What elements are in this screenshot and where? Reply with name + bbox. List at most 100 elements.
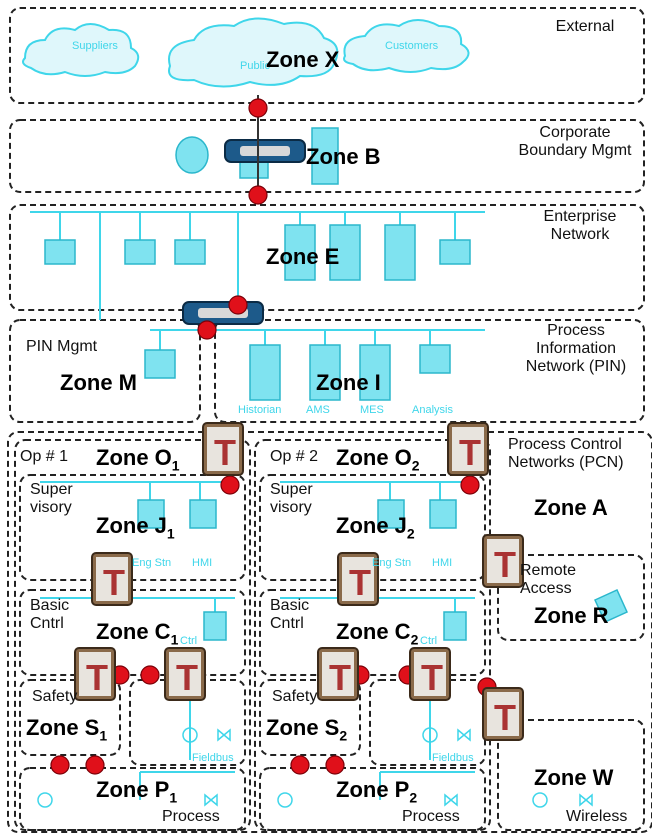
zone-c2-base: Zone C — [336, 619, 411, 644]
zone-j1-base: Zone J — [96, 513, 167, 538]
zone-s1-label: Zone S1 — [26, 716, 107, 747]
zone-c1-label: Zone C1 — [96, 620, 178, 651]
conduit-dot — [325, 755, 345, 775]
zone-j2-label: Zone J2 — [336, 514, 415, 545]
eng-station-icon — [137, 499, 165, 529]
firewall-icon: T — [202, 422, 244, 476]
svg-text:T: T — [494, 544, 516, 585]
remote-access-label: Remote Access — [520, 562, 576, 598]
server-icon — [329, 224, 361, 281]
enterprise-label: Enterprise Network — [525, 208, 635, 244]
firewall-icon: T — [409, 647, 451, 701]
pcn-label-line2: Networks (PCN) — [508, 454, 624, 471]
pcn-label-line1: Process Control — [508, 436, 622, 453]
zone-b-label: Zone B — [306, 144, 381, 169]
pin-workstation-icon — [144, 349, 176, 379]
hmi-icon — [189, 499, 217, 529]
router-icon — [224, 139, 306, 163]
field-devices — [37, 727, 593, 808]
basic-cntrl1-label: Basic Cntrl — [30, 597, 69, 633]
zone-p2-sub: 2 — [409, 789, 418, 806]
cloud-customers — [343, 19, 470, 73]
enterprise-label-line1: Enterprise — [543, 208, 617, 225]
zone-j2-base: Zone J — [336, 513, 407, 538]
zone-x-label: Zone X — [266, 47, 340, 72]
basic-cntrl1-line1: Basic — [30, 597, 70, 614]
zone-o1-base: Zone O — [96, 445, 172, 470]
op2-label: Op # 2 — [270, 448, 319, 465]
svg-text:T: T — [459, 432, 481, 473]
svg-text:T: T — [86, 657, 108, 698]
conduit-dot — [460, 475, 480, 495]
valve-icon — [204, 793, 218, 807]
basic-cntrl2-line2: Cntrl — [270, 615, 304, 632]
basic-cntrl1-line2: Cntrl — [30, 615, 64, 632]
supervisory1-line1: Super — [30, 481, 73, 498]
op1-label: Op # 1 — [20, 448, 69, 465]
svg-text:T: T — [421, 657, 443, 698]
supervisory2-line2: visory — [270, 499, 312, 516]
suppliers-label: Suppliers — [72, 40, 118, 52]
zone-p2-base: Zone P — [336, 777, 410, 802]
valve-icon — [579, 793, 593, 807]
svg-text:T: T — [214, 432, 236, 473]
conduit-dot — [197, 320, 217, 340]
corporate-label: Corporate Boundary Mgmt — [505, 124, 645, 160]
laptop-icon — [594, 589, 628, 623]
instrument-icon — [182, 727, 198, 743]
safety1-label: Safety — [32, 688, 78, 705]
fieldbus-label-1: Fieldbus — [192, 752, 234, 764]
zone-o1-label: Zone O1 — [96, 446, 180, 477]
supervisory2-line1: Super — [270, 481, 313, 498]
zone-p1-base: Zone P — [96, 777, 170, 802]
wireless-region — [497, 719, 645, 831]
zone-o1-sub: 1 — [171, 457, 180, 474]
mes-label: MES — [360, 404, 384, 416]
remote-access-line1: Remote — [520, 562, 577, 579]
zone-s2-sub: 2 — [339, 727, 348, 744]
conduits — [50, 95, 497, 775]
server-icon — [384, 224, 416, 281]
supervisory1-label: Super visory — [30, 481, 73, 517]
controller-icon — [203, 611, 227, 641]
supervisory2-label: Super visory — [270, 481, 313, 517]
safety2-region — [259, 679, 361, 756]
workstation-icon — [44, 239, 76, 265]
zone-c1-sub: 1 — [170, 631, 179, 648]
mes-server-icon — [359, 344, 391, 401]
zone-c1-base: Zone C — [96, 619, 171, 644]
basic-cntrl2-label: Basic Cntrl — [270, 597, 309, 633]
ctrl-label-2: Ctrl — [420, 635, 438, 647]
firewall-icon: T — [74, 647, 116, 701]
safety1-region — [19, 679, 121, 756]
zone-p1-sub: 1 — [169, 789, 178, 806]
eng-stn-label-1: Eng Stn — [132, 557, 172, 569]
zone-c2-label: Zone C2 — [336, 620, 418, 651]
corporate-server2-icon — [311, 127, 339, 185]
cloud-public — [168, 17, 339, 88]
public-label: Public — [240, 60, 270, 72]
zone-s2-label: Zone S2 — [266, 716, 347, 747]
firewall-icon: T — [337, 552, 379, 606]
pin-label-line1: Process — [547, 322, 605, 339]
zone-o2-sub: 2 — [411, 457, 420, 474]
zone-w-label: Zone W — [534, 765, 614, 790]
instrument-icon — [37, 792, 53, 808]
pin-label-line3: Network (PIN) — [525, 358, 627, 375]
router-icon — [182, 301, 264, 325]
firewall-icon: T — [91, 552, 133, 606]
svg-text:T: T — [349, 562, 371, 603]
customers-label: Customers — [385, 40, 439, 52]
external-label: External — [555, 18, 615, 35]
instrument-icon — [277, 792, 293, 808]
pin-region — [214, 319, 645, 423]
conduit-dot — [50, 755, 70, 775]
historian-label: Historian — [238, 404, 282, 416]
corporate-label-line1: Corporate — [539, 124, 611, 141]
pin-label-line2: Information — [535, 340, 617, 357]
zone-s1-base: Zone S — [26, 715, 100, 740]
firewall-icon: T — [317, 647, 359, 701]
controller-icon — [443, 611, 467, 641]
zone-a-label: Zone A — [534, 495, 608, 520]
